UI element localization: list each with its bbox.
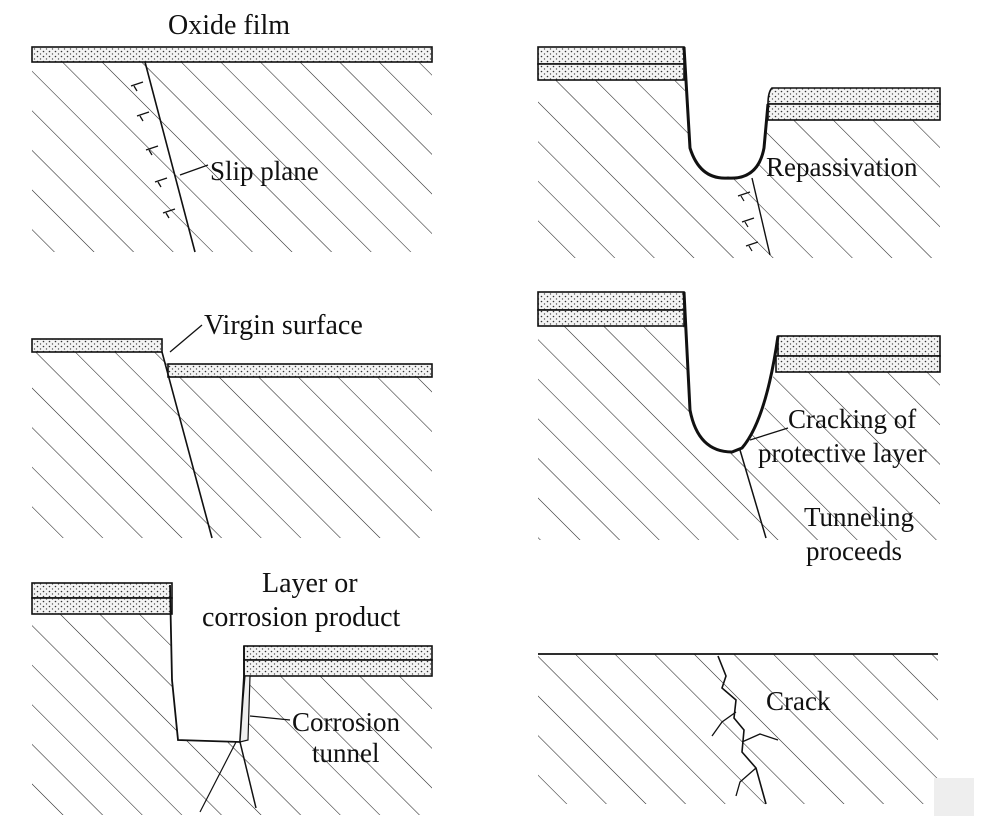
cracking-label-line1: Cracking of [788,404,916,434]
panel-slip-plane: Oxide film Slip plane [31,10,433,253]
oxide-film-left-outer [537,46,685,65]
metal-body [32,614,432,815]
metal-body [538,654,938,804]
corrosion-product-film [239,675,251,743]
oxide-film-left-inner [537,63,685,81]
tunnel-crack-line-2 [199,741,237,813]
oxide-film-right-outer [767,87,941,105]
slip-plane-label: Slip plane [210,156,319,186]
tunnel-outline [169,584,245,743]
oxide-film-right-outer [243,645,433,661]
metal-body [538,80,940,258]
virgin-surface-leader [169,324,203,353]
slip-plane-leader [179,164,209,176]
repassivation-label: Repassivation [766,152,918,182]
cracking-label-line2: protective layer [758,438,927,468]
dislocation-marks [130,81,176,219]
oxide-film-label: Oxide film [168,10,290,41]
crack-path [717,655,767,805]
crack-label: Crack [766,686,831,716]
corrosion-tunnel-label-line1: Corrosion [292,707,401,737]
dislocation-marks [737,191,759,252]
oxide-film-left [31,338,163,353]
crack-branch-3 [735,767,757,797]
tunneling-crack-line [739,449,767,539]
cracking-leader [749,427,789,441]
tunnel-crack-line [239,741,257,809]
oxide-film-left-outer [31,582,173,599]
oxide-film-left-inner [537,309,685,327]
metal-body [538,326,940,540]
slip-plane-line [751,177,771,256]
oxide-film-left-outer [537,291,685,311]
panel-cracking-protective-layer: Cracking of protective layer Tunneling p… [537,291,941,566]
panel-crack: Crack [538,653,938,805]
metal-body [32,62,432,252]
repassivated-pit [682,46,770,180]
slip-step-line [161,351,213,539]
pit-protective-layer [682,291,780,454]
corrosion-tunnel-leader [249,715,291,721]
panel-virgin-surface: Virgin surface [31,310,433,539]
oxide-film-left-inner [31,597,173,615]
slip-plane-line [144,61,196,253]
oxide-film-layer [31,46,433,63]
layer-label-line2: corrosion product [202,602,401,633]
scan-artifact [934,778,974,816]
crack-branch-2 [741,733,779,743]
corrosion-tunnel-label-line2: tunnel [312,738,380,768]
oxide-film-right-outer [777,335,941,357]
tunneling-label-line2: proceeds [806,536,902,566]
oxide-film-right-inner [243,659,433,677]
virgin-surface-label: Virgin surface [204,310,363,341]
layer-label-line1: Layer or [262,568,358,599]
panel-corrosion-tunnel: Layer or corrosion product Corrosion tun… [31,568,433,815]
panel-repassivation: Repassivation [537,46,941,258]
crack-branch-1 [711,711,737,737]
oxide-film-right-inner [775,355,941,373]
tunneling-label-line1: Tunneling [804,502,914,532]
oxide-film-right [167,363,433,378]
oxide-film-right-inner [767,103,941,121]
metal-body [32,352,432,538]
